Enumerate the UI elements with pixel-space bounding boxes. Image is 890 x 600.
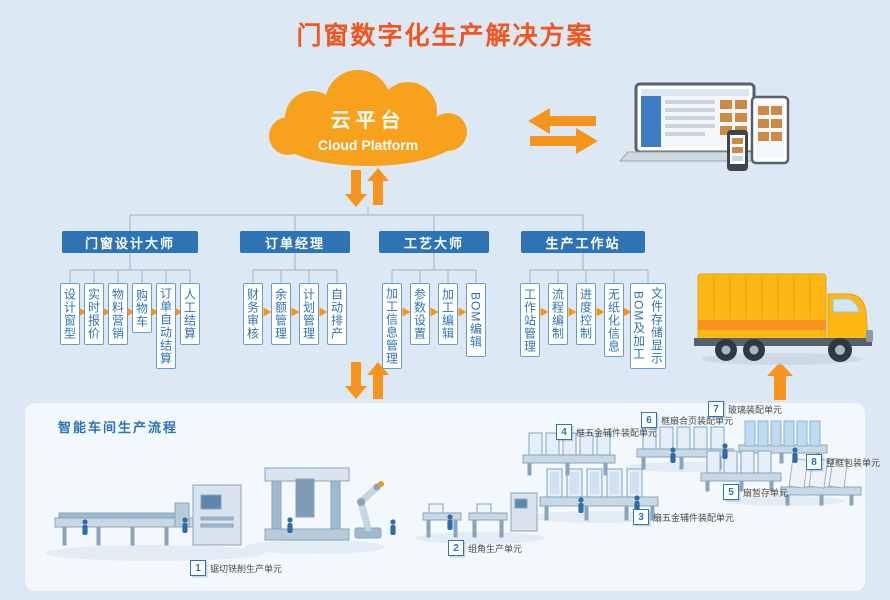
feature-box: 加工编辑 bbox=[438, 283, 458, 345]
unit-name: 框扇合页装配单元 bbox=[661, 415, 734, 426]
unit-name: 框五金辅件装配单元 bbox=[576, 427, 658, 438]
unit-number: 7 bbox=[708, 401, 724, 417]
feature-box: 参数设置 bbox=[410, 283, 430, 345]
feature-box: 财务审核 bbox=[243, 283, 263, 345]
feature-box: 购物车 bbox=[132, 283, 152, 333]
feature-box: 流程编制 bbox=[548, 283, 568, 345]
truck-up-arrow-icon bbox=[767, 362, 793, 400]
truck-illustration bbox=[694, 273, 873, 365]
unit-number: 2 bbox=[448, 540, 464, 556]
cloud-name: 云平台 bbox=[330, 110, 406, 132]
unit-name: 整框包装单元 bbox=[826, 457, 881, 468]
unit-label-4: 4 框五金辅件装配单元 bbox=[556, 424, 657, 440]
unit-number: 1 bbox=[190, 560, 206, 576]
unit-name: 扇暂存单元 bbox=[743, 487, 789, 498]
feature-box: 实时报价 bbox=[84, 283, 104, 345]
unit-number: 8 bbox=[806, 454, 822, 470]
feature-box-wide: 文件存储显示 BOM及加工 bbox=[630, 283, 666, 369]
feature-box: BOM编辑 bbox=[466, 283, 486, 357]
unit-label-2: 2 组角生产单元 bbox=[448, 540, 522, 556]
unit-name: 锯切铣削生产单元 bbox=[210, 563, 283, 574]
unit-label-5: 5 扇暂存单元 bbox=[723, 484, 788, 500]
sync-arrows-icon bbox=[528, 108, 598, 154]
unit-number: 4 bbox=[556, 424, 572, 440]
unit-label-8: 8 整框包装单元 bbox=[806, 454, 880, 470]
feature-box: 进度控制 bbox=[576, 283, 596, 345]
unit-name: 组角生产单元 bbox=[468, 543, 523, 554]
unit-number: 6 bbox=[641, 412, 657, 428]
cloud-subtitle: Cloud Platform bbox=[317, 137, 419, 153]
cloud-platform-label: 云平台 Cloud Platform bbox=[268, 104, 468, 153]
feature-box: 人工结算 bbox=[180, 283, 200, 345]
feature-box: 物料营销 bbox=[108, 283, 128, 345]
feature-box: 加工信息管理 bbox=[382, 283, 402, 369]
unit-name: 扇五金辅件装配单元 bbox=[653, 512, 735, 523]
group-header-production-station: 生产工作站 bbox=[521, 231, 645, 253]
unit-label-1: 1 锯切铣削生产单元 bbox=[190, 560, 282, 576]
feature-box: 无纸化信息 bbox=[604, 283, 624, 357]
group-header-design-master: 门窗设计大师 bbox=[62, 231, 198, 253]
unit-label-7: 7 玻璃装配单元 bbox=[708, 401, 782, 417]
workshop-title: 智能车间生产流程 bbox=[58, 420, 179, 435]
group-header-process-master: 工艺大师 bbox=[379, 231, 489, 253]
feature-box: 设计窗型 bbox=[60, 283, 80, 345]
unit-name: 玻璃装配单元 bbox=[728, 404, 783, 415]
feature-box-col: BOM及加工 bbox=[631, 291, 646, 361]
phone-mockup bbox=[727, 130, 748, 171]
cloud-flow-arrows-icon bbox=[345, 168, 389, 207]
page-title: 门窗数字化生产解决方案 bbox=[296, 22, 594, 50]
tablet-mockup bbox=[750, 95, 790, 165]
feature-box: 工作站管理 bbox=[520, 283, 540, 357]
feature-box: 计划管理 bbox=[299, 283, 319, 345]
unit-label-3: 3 扇五金辅件装配单元 bbox=[633, 509, 734, 525]
feature-box-col: 文件存储显示 bbox=[649, 287, 664, 365]
feature-box: 余额管理 bbox=[271, 283, 291, 345]
unit-label-6: 6 框扇合页装配单元 bbox=[641, 412, 733, 428]
feature-box: 订单自动结算 bbox=[156, 283, 176, 369]
laptop-mockup bbox=[618, 82, 772, 162]
unit-number: 5 bbox=[723, 484, 739, 500]
feature-box: 自动排产 bbox=[327, 283, 347, 345]
group-header-order-manager: 订单经理 bbox=[240, 231, 350, 253]
devices-illustration bbox=[618, 82, 790, 171]
unit-number: 3 bbox=[633, 509, 649, 525]
